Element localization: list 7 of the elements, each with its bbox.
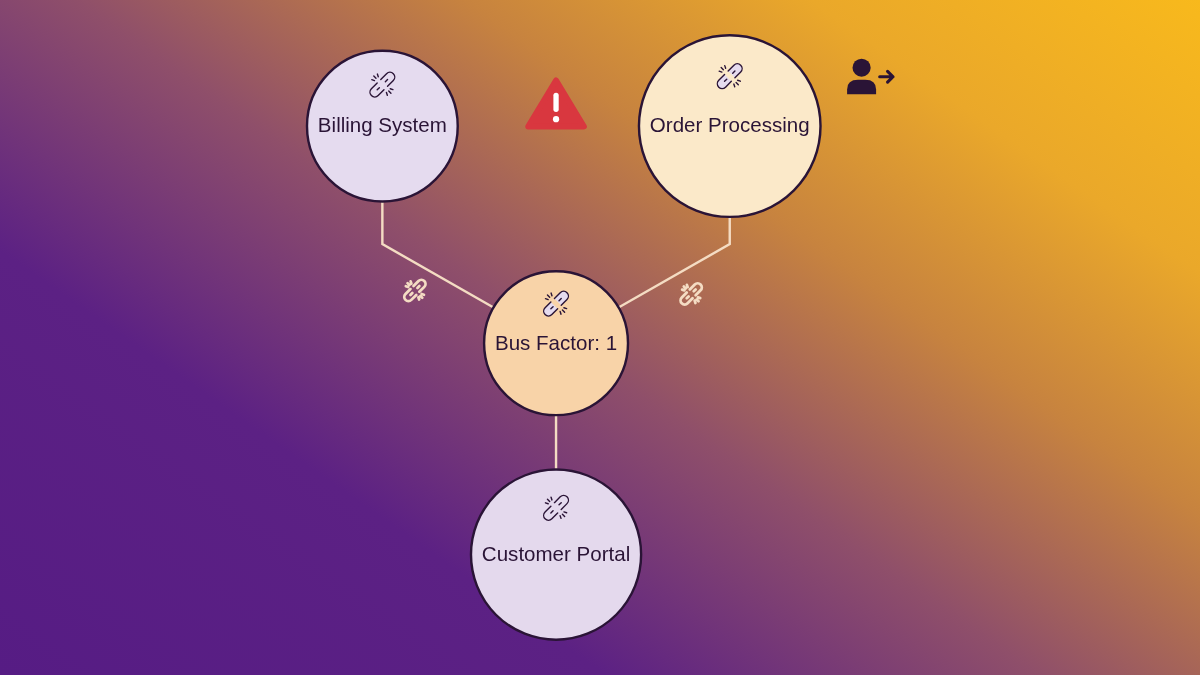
node-circle: Bus Factor: 1 xyxy=(482,270,630,417)
connector xyxy=(617,216,731,309)
node-circle: Order Processing xyxy=(637,34,822,219)
connector xyxy=(554,415,558,470)
connector xyxy=(381,201,495,309)
node-circle: Customer Portal xyxy=(469,468,643,641)
node-circle: Billing System xyxy=(305,49,459,203)
